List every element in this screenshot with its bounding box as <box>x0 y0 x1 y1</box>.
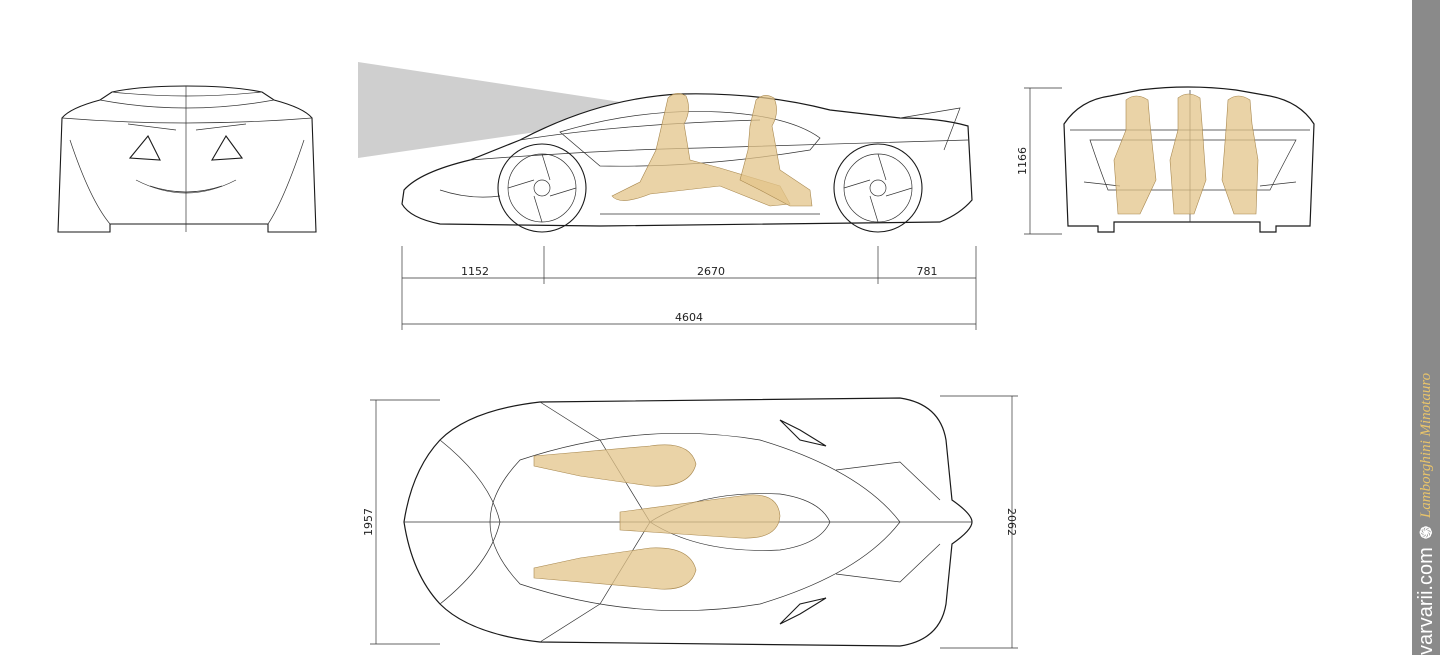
front-view <box>57 85 317 233</box>
top-view <box>370 395 1018 649</box>
dim-overall-width: 2062 <box>1005 508 1018 536</box>
dim-height: 1166 <box>1016 147 1029 175</box>
watermark-name: Lamborghini Minotauro <box>1417 372 1434 519</box>
watermark-bar <box>1412 0 1440 655</box>
rear-view <box>1024 86 1315 235</box>
watermark: varvarii.com ֍ Lamborghini Minotauro <box>1415 371 1438 655</box>
spiral-logo-icon: ֍ <box>1416 526 1435 540</box>
side-view <box>358 62 973 233</box>
driver-sightline <box>358 62 660 158</box>
dim-body-width: 1957 <box>362 508 375 536</box>
dim-front-overhang: 1152 <box>461 265 489 278</box>
watermark-site: varvarii.com <box>1414 547 1437 655</box>
dim-wheelbase: 2670 <box>697 265 725 278</box>
passenger-figure <box>739 95 813 207</box>
dim-rear-overhang: 781 <box>917 265 938 278</box>
dim-overall-length: 4604 <box>675 311 703 324</box>
length-dimensions <box>401 246 977 330</box>
